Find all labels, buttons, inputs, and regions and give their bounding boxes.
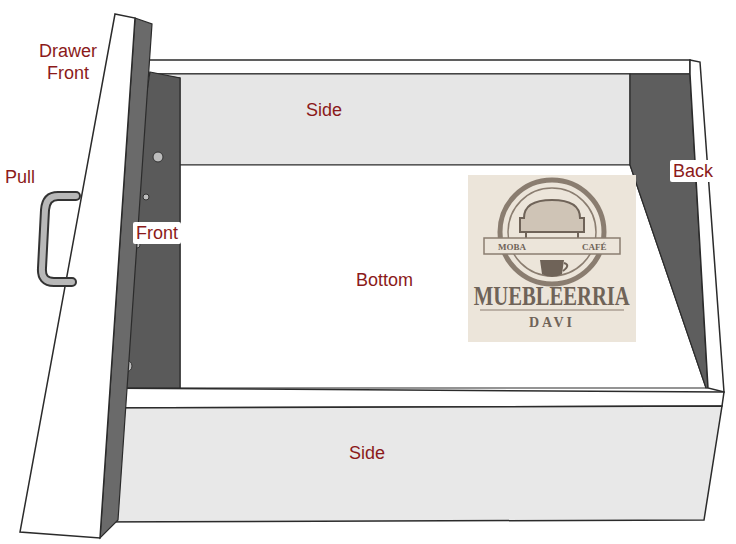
part-name: Side (349, 442, 385, 464)
part-name: Front (133, 222, 181, 244)
part-name: Bottom (356, 269, 413, 291)
logo-text: MUEBLEERRIA (474, 280, 630, 312)
part-name: Back (670, 160, 716, 182)
logo-text: MOBA (498, 241, 526, 254)
part-name: Pull (5, 166, 35, 188)
part-name: Drawer Front (33, 40, 103, 84)
logo-text: CAFÉ (582, 241, 607, 254)
logo-text: DAVI (529, 314, 575, 332)
part-name: Side (306, 99, 342, 121)
